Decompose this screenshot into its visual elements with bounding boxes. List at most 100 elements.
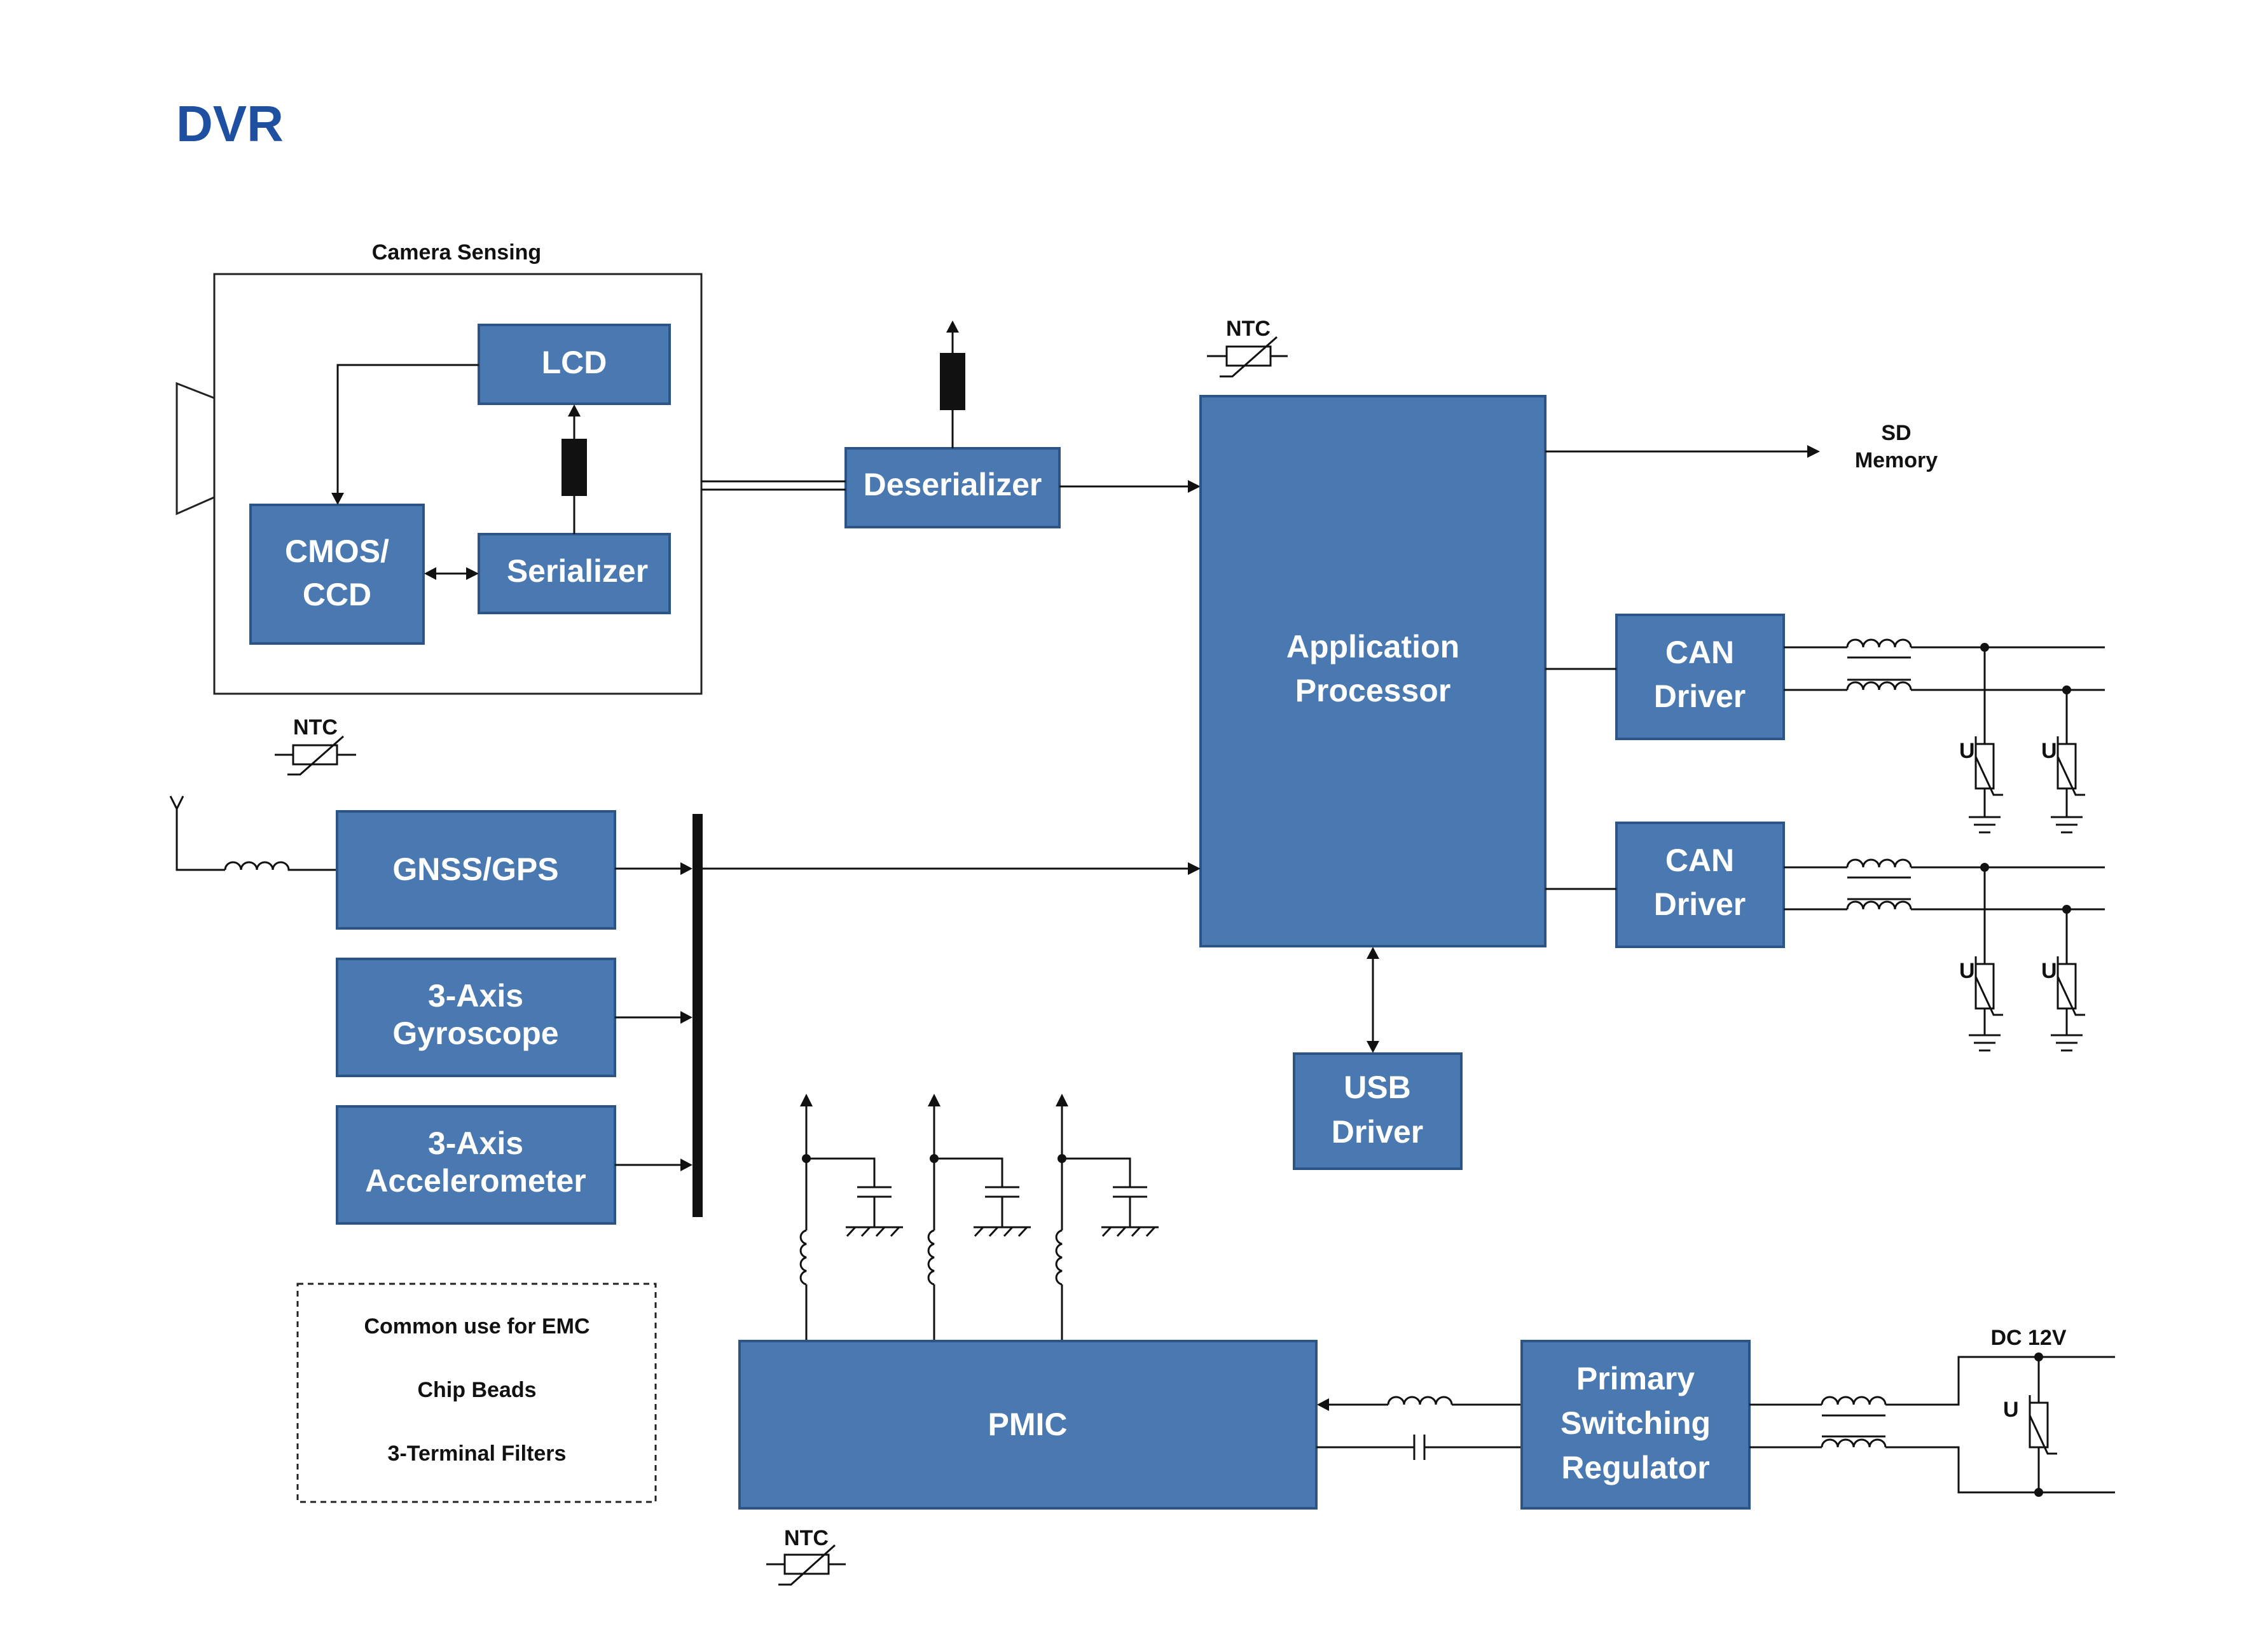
sd-label-line1: SD	[1881, 421, 1911, 445]
pmic-rail-1	[799, 1094, 903, 1341]
usb-driver-block: USB Driver	[1293, 1052, 1463, 1170]
ap-label-line1: Application	[1286, 629, 1459, 664]
cmos-label-line1: CMOS/	[285, 533, 389, 569]
serializer-label: Serializer	[507, 553, 648, 589]
inductor-icon	[1055, 1229, 1063, 1286]
can2-label-line1: CAN	[1665, 843, 1734, 878]
gyro-label-line2: Gyroscope	[392, 1015, 558, 1051]
lcd-label: LCD	[542, 345, 607, 380]
ground-icon	[1969, 1034, 2083, 1052]
can2-emc-filter	[1784, 858, 2105, 1035]
varistor-u-label: U	[2041, 739, 2057, 763]
common-mode-choke-icon	[1821, 1396, 1887, 1405]
accelerometer-block: 3-Axis Accelerometer	[336, 1105, 616, 1225]
common-mode-choke-icon	[1846, 858, 1912, 868]
pmic-label: PMIC	[988, 1407, 1068, 1442]
can1-label-line1: CAN	[1665, 635, 1734, 670]
dc-input-filter	[1749, 1353, 2115, 1497]
arrowhead	[568, 404, 581, 416]
ntc-label: NTC	[1226, 317, 1271, 341]
ntc-thermistor-icon: NTC	[1207, 317, 1288, 378]
antenna-icon	[169, 795, 337, 871]
can-driver-1-block: CAN Driver	[1615, 614, 1785, 740]
ferrite-bead-icon	[562, 439, 587, 496]
emc-legend: Common use for EMC Chip Beads 3-Terminal…	[296, 1283, 657, 1503]
can1-emc-filter	[1784, 638, 2105, 817]
pmic-rail-2	[927, 1094, 1031, 1341]
capacitor-icon	[985, 1186, 1019, 1198]
page-title: DVR	[176, 95, 284, 152]
arrowhead	[1367, 1041, 1379, 1053]
varistor-icon: U	[2041, 956, 2085, 1016]
pmic-rail-3	[1055, 1094, 1159, 1341]
cmos-label-line2: CCD	[303, 577, 371, 612]
arrowhead	[680, 862, 692, 875]
capacitor-icon	[857, 1186, 892, 1198]
pmic-block: PMIC	[738, 1340, 1318, 1510]
varistor-u-label: U	[1959, 959, 1975, 983]
ferrite-bead-icon	[940, 353, 965, 410]
inductor-icon	[1387, 1396, 1453, 1405]
can1-label-line2: Driver	[1654, 678, 1746, 714]
arrowhead	[466, 567, 479, 580]
deserializer-label: Deserializer	[864, 467, 1042, 502]
gyro-label-line1: 3-Axis	[428, 978, 523, 1014]
capacitor-icon	[1113, 1186, 1147, 1198]
gyroscope-block: 3-Axis Gyroscope	[336, 958, 616, 1077]
varistor-icon: U	[2041, 736, 2085, 796]
dc-12v-label: DC 12V	[1990, 1326, 2066, 1350]
camera-lens-icon	[176, 382, 216, 516]
gnss-label: GNSS/GPS	[392, 851, 558, 887]
common-mode-choke-icon	[1846, 638, 1912, 648]
gnss-gps-block: GNSS/GPS	[336, 810, 616, 930]
ntc-label: NTC	[293, 715, 338, 740]
ntc-thermistor-icon: NTC	[275, 715, 356, 776]
serial-link-line	[701, 480, 846, 491]
ntc-thermistor-icon: NTC	[766, 1526, 846, 1586]
can-driver-2-block: CAN Driver	[1615, 822, 1785, 948]
varistor-icon: U	[1959, 736, 2003, 796]
usb-label-line1: USB	[1344, 1070, 1411, 1105]
lcd-to-cmos-line	[336, 364, 479, 493]
varistor-u-label: U	[1959, 739, 1975, 763]
psr-label-line2: Switching	[1561, 1405, 1711, 1441]
inductor-icon	[799, 1229, 807, 1286]
arrowhead	[331, 493, 344, 505]
varistor-icon: U	[1959, 956, 2003, 1016]
deserializer-block: Deserializer	[844, 447, 1061, 528]
cmos-ccd-block: CMOS/ CCD	[249, 504, 425, 645]
accel-label-line2: Accelerometer	[365, 1163, 586, 1199]
sensor-bus-bar	[692, 814, 703, 1217]
capacitor-icon	[1413, 1435, 1426, 1460]
lcd-block: LCD	[478, 324, 671, 405]
arrowhead	[1367, 947, 1379, 959]
primary-switching-regulator-block: Primary Switching Regulator	[1520, 1340, 1751, 1510]
arrowhead	[946, 320, 959, 333]
arrowhead	[1188, 480, 1201, 493]
inductor-icon	[927, 1229, 935, 1286]
arrowhead	[1188, 862, 1201, 875]
arrowhead	[680, 1159, 692, 1171]
accel-label-line1: 3-Axis	[428, 1125, 523, 1161]
varistor-u-label: U	[2041, 959, 2057, 983]
serializer-block: Serializer	[478, 533, 671, 614]
usb-label-line2: Driver	[1332, 1114, 1424, 1150]
application-processor-block: Application Processor	[1199, 395, 1547, 947]
arrowhead	[680, 1011, 692, 1024]
sd-label-line2: Memory	[1855, 448, 1938, 472]
psr-label-line1: Primary	[1576, 1361, 1695, 1396]
legend-line2: Chip Beads	[417, 1378, 536, 1402]
ap-label-line2: Processor	[1295, 673, 1451, 708]
varistor-icon: U	[2003, 1395, 2057, 1455]
inductor-icon	[224, 861, 337, 871]
ground-icon	[1969, 816, 2083, 834]
legend-line3: 3-Terminal Filters	[388, 1442, 567, 1466]
arrowhead	[1807, 445, 1820, 458]
psr-label-line3: Regulator	[1561, 1450, 1709, 1485]
legend-line1: Common use for EMC	[364, 1314, 589, 1339]
camera-group-label: Camera Sensing	[372, 240, 541, 265]
psr-pmic-links	[1316, 1396, 1522, 1460]
ntc-label: NTC	[784, 1526, 829, 1550]
varistor-u-label: U	[2003, 1398, 2019, 1422]
